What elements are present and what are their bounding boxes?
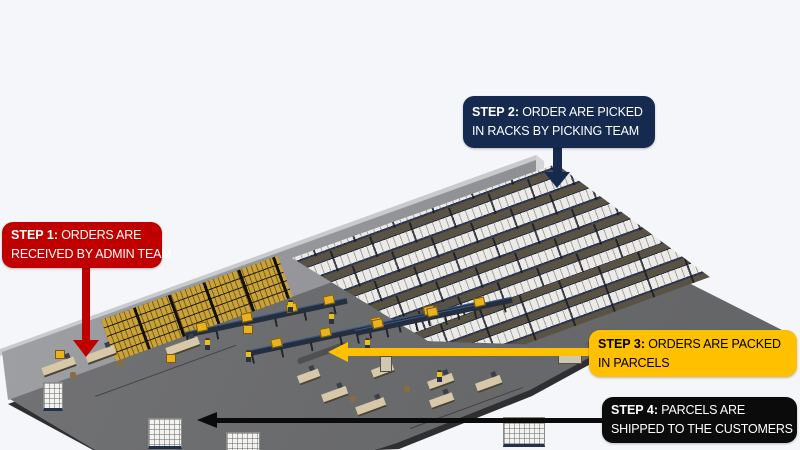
step3-arrow-line [347,348,590,356]
step2-line1: STEP 2: ORDER ARE PICKED [472,105,643,120]
step2-line2: IN RACKS BY PICKING TEAM [472,124,640,138]
step4-arrowhead-left [197,412,217,428]
step4-line2: SHIPPED TO THE CUSTOMERS [611,422,793,436]
gold-tote [55,350,65,359]
step1-callout: STEP 1: ORDERS ARE RECEIVED BY ADMIN TEA… [2,222,172,268]
packed-pallet [148,418,182,449]
step4-callout: STEP 4: PARCELS ARE SHIPPED TO THE CUSTO… [602,397,797,443]
office-chair [118,360,124,366]
warehouse-worker [437,370,442,382]
packing-machine [380,356,392,372]
gold-tote [166,354,176,363]
step2-callout: STEP 2: ORDER ARE PICKED IN RACKS BY PIC… [463,96,655,148]
step1-line1: STEP 1: ORDERS ARE [11,228,142,243]
warehouse-worker [246,350,251,362]
step1-line2: RECEIVED BY ADMIN TEAM [11,247,172,261]
step1-arrowhead-down [73,340,99,357]
gold-tote [243,325,253,334]
warehouse-worker [288,300,293,312]
office-chair [70,372,76,378]
step3-arrowhead-left [328,342,348,362]
step4-arrow-line [216,418,604,423]
office-chair [350,396,356,402]
step2-arrowhead-down [544,172,570,188]
packed-pallet [226,432,260,450]
step3-callout: STEP 3: ORDERS ARE PACKED IN PARCELS [589,330,797,377]
warehouse-worker [205,338,210,350]
packed-pallet [43,382,63,411]
warehouse-worker [329,312,334,324]
office-chair [404,386,410,392]
step3-line2: IN PARCELS [598,355,670,370]
step4-line1: STEP 4: PARCELS ARE [611,403,746,418]
step3-line1: STEP 3: ORDERS ARE PACKED [598,336,781,351]
step2-arrow-line [553,146,562,173]
warehouse-worker [365,338,370,350]
step1-arrow-line [82,264,90,340]
